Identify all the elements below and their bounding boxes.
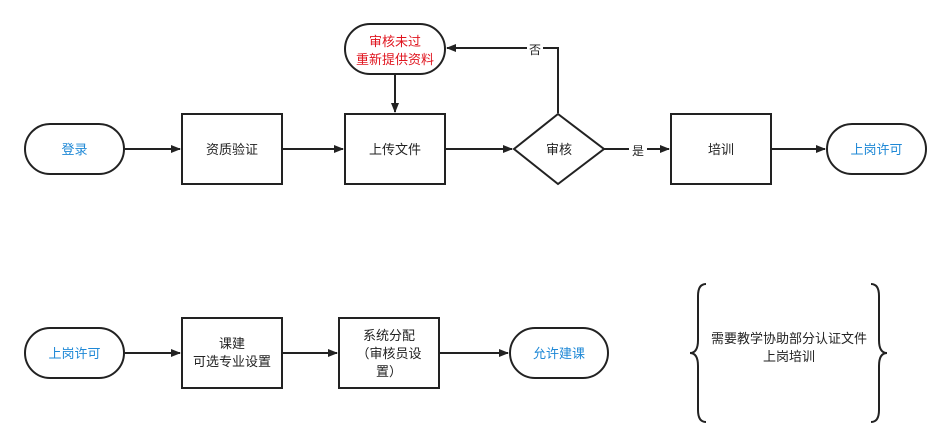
rejected-terminal: [344, 23, 446, 75]
qualification-box: [181, 113, 283, 185]
note-left-brace: [689, 283, 707, 423]
course-box: [181, 317, 283, 389]
edge-label-yes: 是: [632, 144, 644, 158]
login-label: 登录: [61, 143, 87, 158]
qualification-label: 资质验证: [206, 142, 258, 158]
allow-course-terminal: [509, 327, 609, 379]
note-right-brace: [870, 283, 888, 423]
review-label: 审核: [546, 143, 572, 158]
note-text-line1: 需要教学协助部分认证文件: [711, 331, 867, 347]
course-label-line1: 课建: [219, 337, 245, 352]
note-text-line2: 上岗培训: [763, 349, 815, 365]
alloc-label-line1: 系统分配: [363, 329, 415, 344]
license-terminal-bottom: [24, 327, 125, 379]
course-label-line2: 可选专业设置: [193, 355, 271, 370]
upload-box: [344, 113, 446, 185]
rejected-label-line1: 审核未过: [369, 35, 421, 50]
edge-label-no: 否: [529, 43, 541, 57]
training-label: 培训: [708, 142, 734, 158]
login-terminal: [24, 123, 125, 175]
alloc-box: [338, 317, 440, 389]
edge-review-no-to-rejected: [446, 44, 559, 113]
license-label-bottom: 上岗许可: [48, 347, 100, 362]
upload-label: 上传文件: [369, 143, 421, 158]
training-box: [670, 113, 772, 185]
license-label-top: 上岗许可: [850, 143, 902, 158]
alloc-label-line3: 置）: [376, 365, 402, 380]
alloc-label-line2: （审核员设: [356, 347, 421, 362]
license-terminal-top: [826, 123, 927, 175]
rejected-label-line2: 重新提供资料: [356, 52, 434, 68]
review-diamond: [512, 112, 606, 186]
allow-course-label: 允许建课: [533, 346, 585, 362]
